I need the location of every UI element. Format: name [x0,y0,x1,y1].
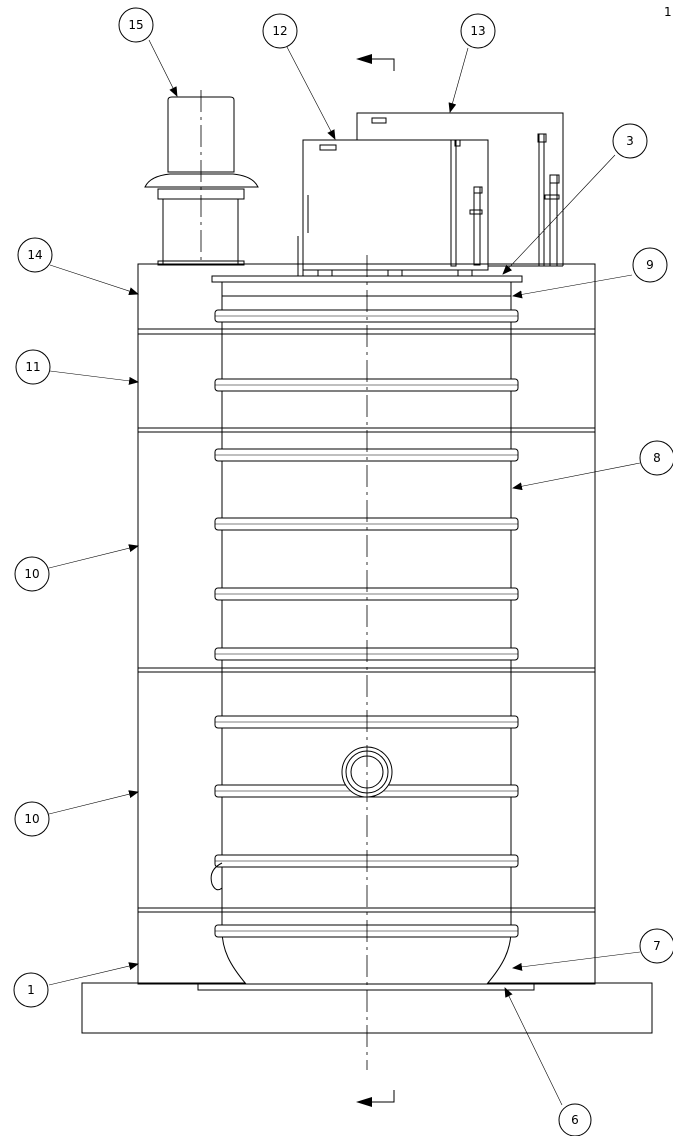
svg-text:6: 6 [571,1113,579,1127]
lifting-hook [210,862,223,891]
control-cabinet [297,139,489,277]
callout-10-lower: 10 [14,801,50,837]
leader-lines [48,39,641,1106]
svg-text:8: 8 [653,451,661,465]
svg-text:10: 10 [24,567,39,581]
section-arrow-bottom [356,1090,395,1107]
svg-text:7: 7 [653,939,661,953]
svg-text:11: 11 [25,360,40,374]
corner-mark: 1 [664,5,672,19]
svg-text:3: 3 [626,134,634,148]
pipes [450,133,560,267]
tank-ribs [214,309,519,938]
callout-12: 12 [262,13,298,49]
callout-10-upper: 10 [14,556,50,592]
svg-text:10: 10 [24,812,39,826]
base-plate [197,983,535,991]
callout-14: 14 [17,237,53,273]
callout-15: 15 [118,7,154,43]
callout-11: 11 [15,349,51,385]
callout-9: 9 [632,247,668,283]
callout-8: 8 [639,440,673,476]
svg-text:14: 14 [27,248,42,262]
svg-text:13: 13 [470,24,485,38]
callout-13: 13 [460,13,496,49]
svg-text:9: 9 [646,258,654,272]
callout-6: 6 [558,1103,592,1136]
callout-3: 3 [612,123,648,159]
vent-assembly [144,96,259,266]
svg-text:1: 1 [27,983,35,997]
concrete-rings [137,263,596,985]
section-arrow-top [356,54,395,71]
callout-7: 7 [639,928,673,964]
tank-neck [221,281,512,297]
tank-body [221,280,512,985]
callout-1: 1 [13,972,49,1008]
svg-text:15: 15 [128,18,143,32]
svg-text:12: 12 [272,24,287,38]
